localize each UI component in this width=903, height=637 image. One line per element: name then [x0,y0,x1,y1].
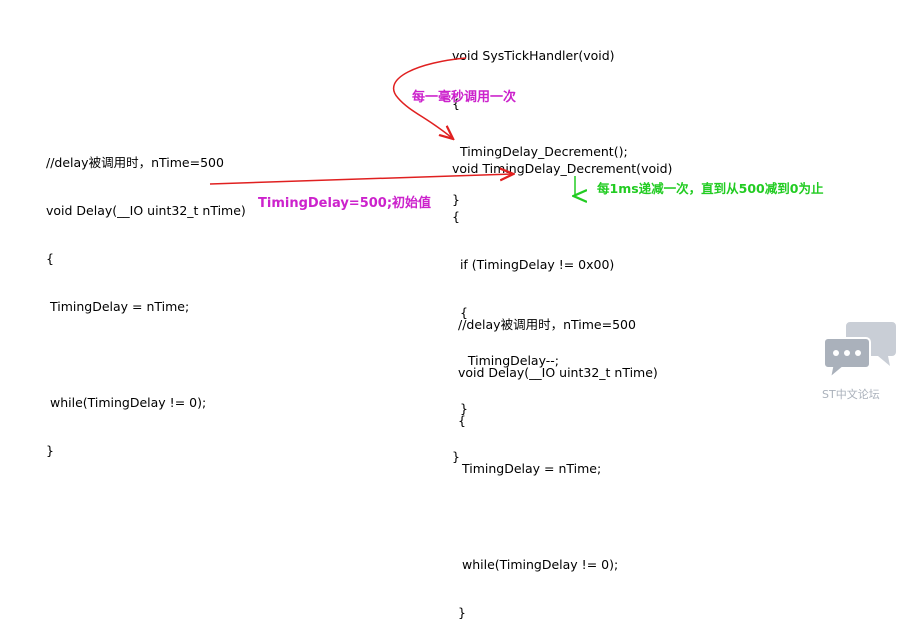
code-line [458,509,658,525]
code-line: void Delay(__IO uint32_t nTime) [458,365,658,380]
code-line: TimingDelay = nTime; [458,461,602,476]
flow-arrows [209,57,903,404]
code-line: } [46,443,54,458]
code-line: void TimingDelay_Decrement(void) [452,161,673,176]
code-line: if (TimingDelay != 0x00) [452,257,615,272]
code-line: { [458,413,466,428]
systick-handler-code: void SysTickHandler(void) { TimingDelay_… [452,16,628,224]
code-line: } [458,605,466,620]
code-line: TimingDelay = nTime; [46,299,190,314]
code-line: TimingDelay--; [452,353,559,368]
code-line: { [452,305,468,320]
code-line: { [452,96,460,111]
decrement-note-annotation: 每1ms递减一次，直到从500减到0为止 [597,181,824,196]
st-forum-watermark: ST中文论坛 [822,320,898,401]
code-line: //delay被调用时，nTime=500 [458,317,636,332]
code-line: while(TimingDelay != 0); [458,557,619,572]
delay-function-code-left: //delay被调用时，nTime=500 void Delay(__IO ui… [46,123,246,475]
watermark-label: ST中文论坛 [822,388,880,401]
code-line: void Delay(__IO uint32_t nTime) [46,203,246,218]
assign-arrow [209,174,512,185]
code-line: } [452,192,460,207]
init-value-annotation: TimingDelay=500;初始值 [258,196,432,211]
code-line: { [46,251,54,266]
code-line: TimingDelay_Decrement(); [452,144,628,159]
chat-bubbles-icon [823,322,896,381]
timing-delay-decrement-code: void TimingDelay_Decrement(void) { if (T… [452,129,672,481]
call-arrow [392,57,467,138]
code-line: { [452,209,460,224]
per-ms-call-annotation: 每一毫秒调用一次 [412,90,517,105]
code-line: //delay被调用时，nTime=500 [46,155,224,170]
